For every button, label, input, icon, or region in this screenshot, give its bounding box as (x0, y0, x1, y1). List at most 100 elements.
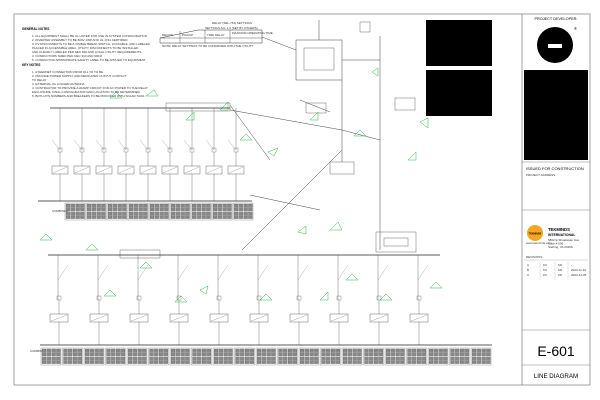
lower-combiner-label: COMBINER (30, 349, 47, 353)
project-image-right (426, 70, 492, 116)
relay-table-title: RELAY (SEL-751) SETTINGS (212, 21, 252, 25)
key-notes: KEY NOTES 1. ETHERNET CONNECTION FROM DL… (22, 63, 148, 98)
project-image-left (426, 20, 492, 66)
revision-row: A KC KD - (527, 263, 572, 267)
company-logo-icon (527, 225, 543, 241)
revisions-label: REVISIONS (526, 255, 542, 259)
relay-col-max: MAXIMUM OPERATING TIME (232, 31, 273, 35)
string-module-group (384, 347, 406, 366)
string-module-group (127, 202, 149, 221)
inverter-symbol (205, 147, 223, 175)
relay-col-device: DEVICE (162, 33, 173, 37)
rev-a-by: KC (543, 263, 548, 267)
rev-b-by: KC (543, 268, 548, 272)
string-module-group (212, 347, 234, 366)
upper-string-combiner-row: COMBINER (38, 200, 254, 221)
revision-row: B KC KD 2023-11-10 (527, 268, 586, 272)
inverter-symbol (169, 295, 189, 323)
general-note-4: 4. CONDUCTORS SIZED PER NEC 310 AND 690.… (32, 54, 102, 58)
string-module-group (85, 202, 107, 221)
string-module-group (406, 347, 427, 366)
registered-mark: ® (574, 26, 577, 31)
string-module-group (64, 202, 86, 221)
general-note-3: 3. PV DISCONNECTS TO BE A VISIBLE BREAK … (32, 42, 151, 46)
string-module-group (211, 202, 233, 221)
string-module-group (363, 347, 384, 366)
string-module-group (190, 202, 212, 221)
rev-a-chk: KD (558, 263, 563, 267)
string-module-group (148, 202, 170, 221)
rev-b-chk: KD (558, 268, 563, 272)
string-module-group (148, 347, 169, 366)
string-module-group (169, 202, 191, 221)
general-note-1: 1. ALL EQUIPMENT SHALL BE UL LISTED FOR … (32, 34, 147, 38)
key-note-3: 3. EXTERNAL 4G LOGGER ANTENNA (32, 82, 85, 86)
general-notes-title: GENERAL NOTES (22, 27, 49, 31)
lower-inverter-bus (48, 231, 440, 259)
key-note-4b: ENCLOSURE. FINAL CONFIGURATION AND LOCAT… (32, 90, 141, 94)
rev-c-date: 2023-12-05 (571, 273, 587, 277)
general-note-2: 2. INVERTER ASSEMBLY TO BE 600V 1WP AND … (32, 38, 128, 42)
string-module-group (320, 347, 341, 366)
upper-combiner-label: COMBINER (52, 209, 69, 213)
developer-label: PROJECT DEVELOPER: (535, 17, 578, 21)
string-module-group (106, 202, 128, 221)
string-module-group (232, 202, 254, 221)
key-note-2b: TO RELAY (32, 78, 47, 82)
key-note-5: 5. BOTH ATS NUMBERS AND BREAKERS TO BE P… (32, 94, 144, 98)
company-addr-3: Sterling, VA 20166 (548, 245, 573, 249)
string-module-group (105, 347, 126, 366)
lower-inverters (49, 255, 429, 345)
general-notes: GENERAL NOTES 1. ALL EQUIPMENT SHALL BE … (22, 27, 151, 62)
title-block: PROJECT DEVELOPER: ® ISSUED FOR CONSTRUC… (426, 17, 590, 380)
key-note-1: 1. ETHERNET CONNECTION FROM DLL TO TO BE (32, 70, 103, 74)
issue-status-sub: PROJECT ADDRESS: (526, 173, 556, 177)
string-module-group (191, 347, 212, 366)
relay-table-note: NOTE: RELAY SETTINGS TO BE CONFIRMED WIT… (162, 44, 253, 48)
company-addr-2: Suite # 000 (548, 242, 564, 246)
string-module-group (449, 347, 470, 366)
relay-col-pickup: PICKUP (182, 33, 193, 37)
general-note-3c: AND CLEARLY LABELED PER NEC 690 AND LOCA… (32, 50, 141, 54)
green-annotations (39, 67, 443, 303)
string-module-group (62, 347, 83, 366)
company-web: www.tekminds.com (526, 241, 552, 245)
issue-status: ISSUED FOR CONSTRUCTION (526, 166, 584, 171)
general-note-5: 5. CONDUCTOR APPROPRIATE SAFETY LABEL TO… (32, 58, 146, 62)
rev-a: A (527, 263, 529, 267)
upper-inverter-bus (50, 102, 231, 112)
sheet-number: E-601 (537, 343, 575, 359)
string-module-group (40, 347, 62, 366)
string-module-group (169, 347, 191, 366)
string-module-group (470, 347, 492, 366)
company-name: TEKMINDS (548, 227, 570, 232)
string-module-group (83, 347, 105, 366)
upper-inverters (51, 108, 245, 201)
string-module-group (277, 347, 298, 366)
general-note-3b: PLACED IN ACCESSIBLE AREA, UTILITY DISCO… (32, 46, 139, 50)
key-note-2: 2. PROVIDE POWER SUPPLY AND DEDICATED OU… (32, 74, 127, 78)
sheet-border (13, 13, 591, 386)
rev-b-date: 2023-11-10 (571, 268, 586, 272)
string-module-group (234, 347, 255, 366)
company-addr-1: 5802 E Shoalwater Ave (548, 238, 579, 242)
rev-c: C (527, 273, 530, 277)
company-name-2: INTERNATIONAL (548, 233, 575, 237)
lower-string-combiner-row: COMBINER (30, 344, 492, 366)
revision-row: C KC KD 2023-12-05 (527, 273, 587, 277)
rev-c-by: KC (543, 273, 548, 277)
key-notes-title: KEY NOTES (22, 63, 40, 67)
relay-col-delay: TIME DELAY (207, 33, 225, 37)
relay-table-sub: SETTINGS ALL 1.6 (SET BY OTHERS) (205, 26, 258, 30)
string-module-group (255, 347, 277, 366)
key-note-4: 4. CONTRACTOR TO PROVIDE A 20AMP CIRCUIT… (32, 86, 148, 90)
string-module-group (298, 347, 320, 366)
rev-c-chk: KD (558, 273, 563, 277)
rev-a-date: - (571, 263, 572, 267)
relay-settings-table: RELAY (SEL-751) SETTINGS SETTINGS ALL 1.… (159, 21, 273, 48)
string-module-group (126, 347, 148, 366)
company-logo-text: TEKMINDS (529, 233, 542, 236)
sheet-title: LINE DIAGRAM (534, 373, 578, 380)
string-module-group (341, 347, 363, 366)
